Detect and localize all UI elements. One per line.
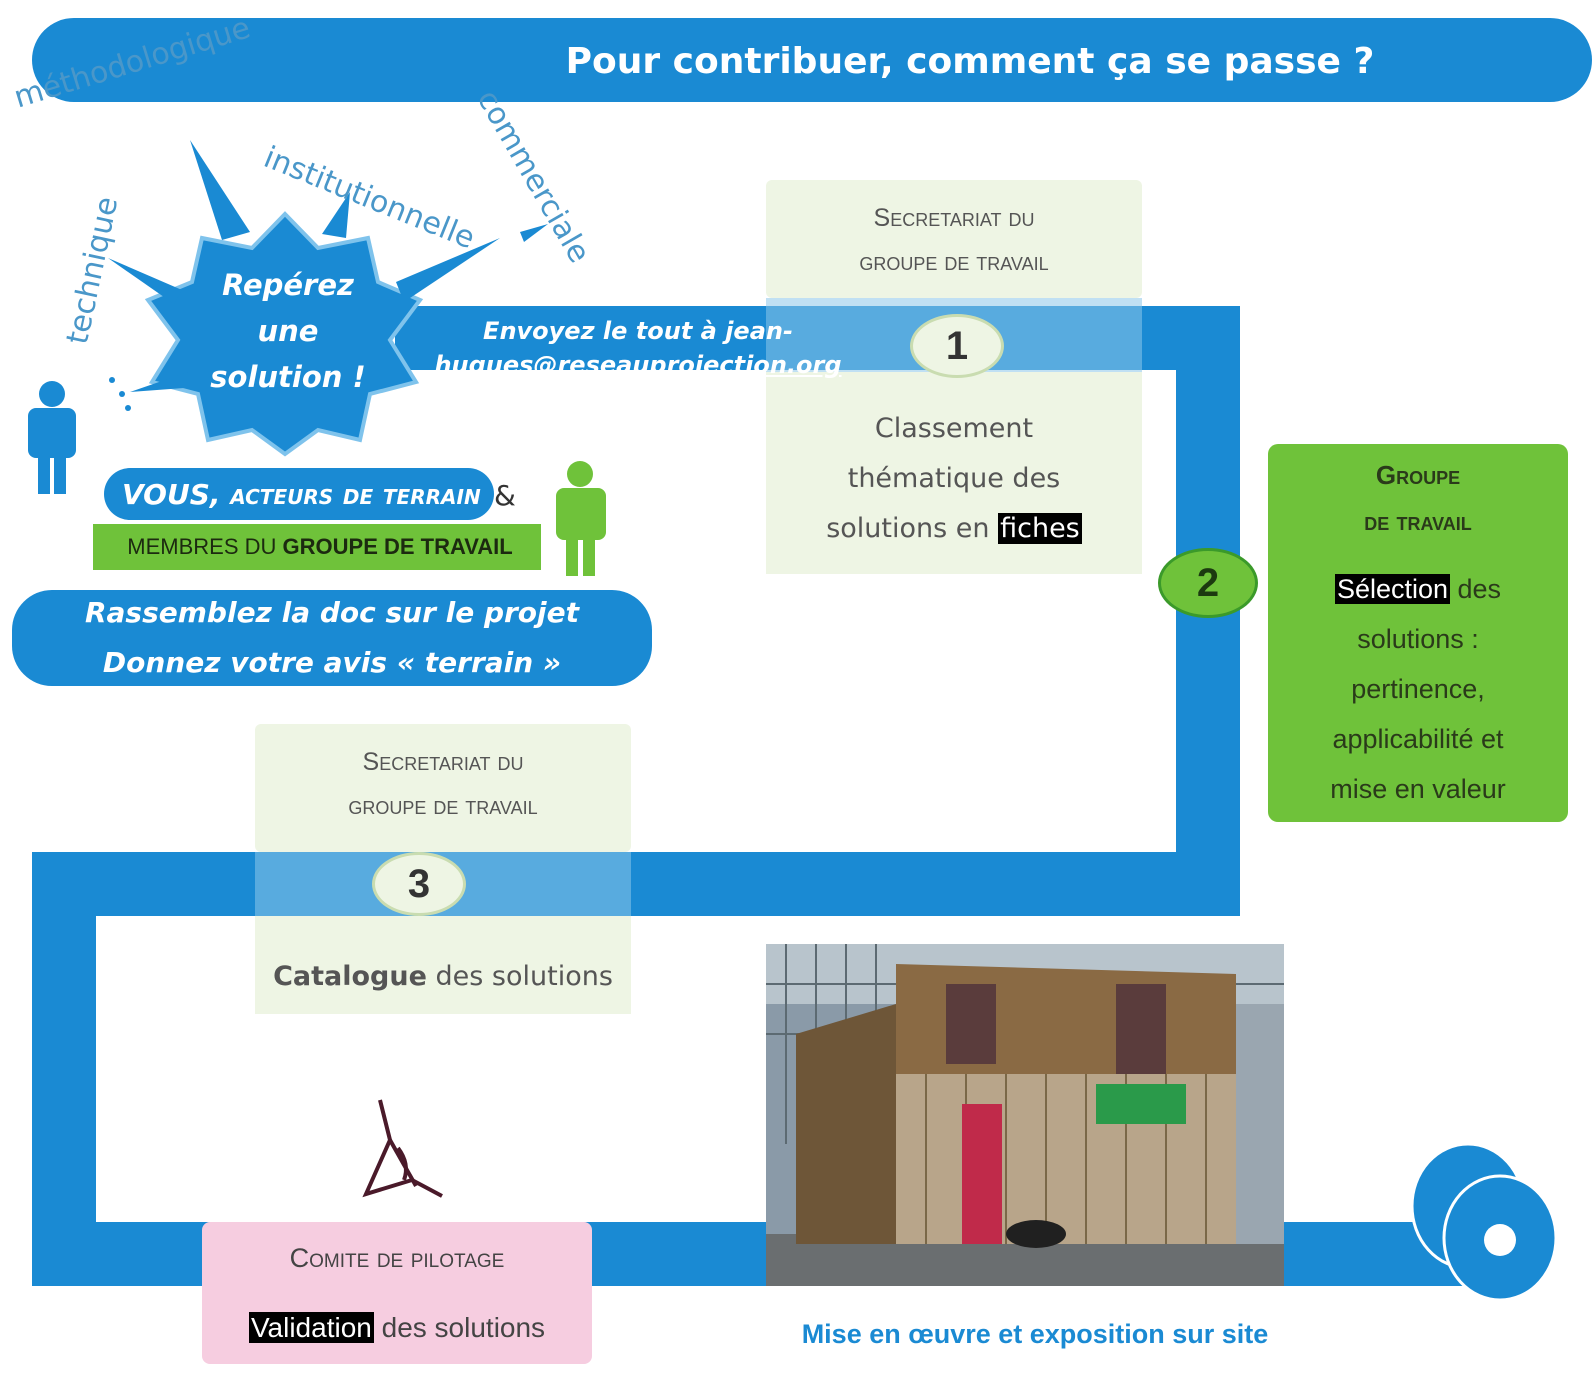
burst-text: Repérez une solution ! <box>198 262 378 400</box>
pipeline-middle <box>32 852 1240 916</box>
step3-badge: 3 <box>372 852 466 916</box>
burst-line: une <box>257 314 319 348</box>
step3-title-line: groupe de travail <box>348 792 538 820</box>
step2-highlight: Sélection <box>1334 574 1451 604</box>
vous-pill <box>104 468 494 520</box>
step2-badge: 2 <box>1158 548 1258 618</box>
step2-text: Sélection des solutions : pertinence, ap… <box>1278 564 1558 814</box>
step1-title-card <box>766 180 1142 298</box>
page-title: Pour contribuer, comment ça se passe ? <box>565 41 1375 82</box>
step1-title-line: Secretariat du <box>873 204 1035 232</box>
comite-rest: des solutions <box>373 1312 546 1343</box>
comite-highlight: Validation <box>248 1312 374 1343</box>
dots-trail <box>109 377 131 411</box>
step1-title: Secretariat du groupe de travail <box>766 196 1142 284</box>
step1-text-prefix: solutions en <box>826 513 990 544</box>
donnez-line: Donnez votre avis « terrain » <box>102 646 562 679</box>
membres-box <box>93 524 541 570</box>
burst-line: solution ! <box>210 360 366 394</box>
ampersand: & <box>494 479 516 512</box>
step3-rest: des solutions <box>426 961 613 992</box>
pipeline-left <box>32 852 96 1286</box>
rassemblez-line: Rassemblez la doc sur le projet <box>84 596 580 629</box>
step3-text: Catalogue des solutions <box>255 952 631 1002</box>
step1-badge: 1 <box>910 314 1004 378</box>
send-email: hugues@reseauprojection.org <box>434 351 842 379</box>
photo-caption: Mise en œuvre et exposition sur site <box>801 1319 1269 1349</box>
step2-text-line: pertinence, <box>1351 674 1485 704</box>
step3-title: Secretariat du groupe de travail <box>255 740 631 828</box>
rassemblez-text: Rassemblez la doc sur le projet Donnez v… <box>12 588 652 688</box>
step1-text-line: solutions en fiches <box>766 504 1142 554</box>
burst-line: Repérez <box>222 268 354 302</box>
step1-text: Classement thématique des solutions en f… <box>766 404 1142 554</box>
membres-bold: GROUPE DE TRAVAIL <box>282 534 513 559</box>
step2-text-line: Sélection des <box>1278 564 1558 614</box>
step2-title-line: Groupe <box>1375 460 1461 490</box>
site-photo-image <box>766 944 1284 1286</box>
step1-title-line: groupe de travail <box>859 248 1049 276</box>
step3-title-card <box>255 724 631 852</box>
vous-label: VOUS, acteurs de terrain <box>122 478 481 511</box>
person-green-icon <box>556 461 606 576</box>
site-photo <box>766 944 1284 1286</box>
comite-title: Comite de pilotage <box>289 1243 505 1273</box>
step2-title: Groupe de travail <box>1268 452 1568 544</box>
comite-text: Validation des solutions <box>202 1304 592 1352</box>
step1-text-line: thématique des <box>847 463 1061 494</box>
send-line: Envoyez le tout à jean- <box>483 317 793 345</box>
step3-title-line: Secretariat du <box>362 748 524 776</box>
step2-text-line: applicabilité et <box>1332 724 1504 754</box>
step3-bold: Catalogue <box>273 961 427 992</box>
step2-after-highlight: des <box>1450 574 1502 604</box>
step2-text-line: solutions : <box>1357 624 1479 654</box>
step1-text-line: Classement <box>874 413 1034 444</box>
step2-card <box>1268 444 1568 822</box>
step2-text-line: mise en valeur <box>1330 774 1506 804</box>
membres-prefix: MEMBRES DU <box>127 534 277 559</box>
membres-label: MEMBRES DU GROUPE DE TRAVAIL <box>100 526 540 568</box>
starburst-icon <box>108 140 548 457</box>
rassemblez-box <box>12 590 652 686</box>
step3-text-card <box>255 916 631 1014</box>
send-instruction: Envoyez le tout à jean- hugues@reseaupro… <box>428 314 848 382</box>
step1-highlight: fiches <box>998 513 1082 544</box>
header-bar <box>32 18 1592 102</box>
step2-title-line: de travail <box>1364 506 1472 536</box>
person-blue-icon <box>28 381 76 494</box>
paper-roll-icon <box>1410 1142 1558 1302</box>
signature-icon <box>362 1099 443 1198</box>
